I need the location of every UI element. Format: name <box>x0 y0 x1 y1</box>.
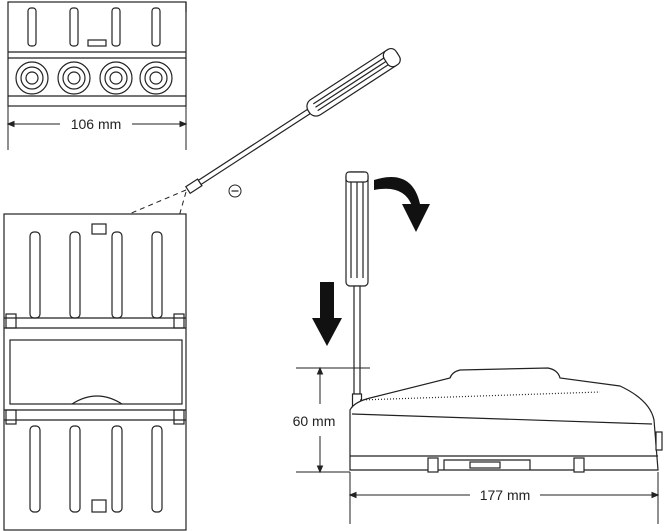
front-view <box>3 213 187 531</box>
down-arrow-icon <box>312 282 342 346</box>
vertical-screwdriver <box>345 171 369 407</box>
dimension-width-side <box>348 472 660 524</box>
dimension-label-60: 60 mm <box>293 413 336 429</box>
curved-arrow-icon <box>374 177 430 232</box>
dimension-height-side <box>296 366 370 474</box>
polarity-minus-icon <box>228 184 242 198</box>
side-profile-view <box>349 367 663 473</box>
dimension-label-106: 106 mm <box>71 116 122 132</box>
dimension-width-top <box>6 106 188 150</box>
angled-screwdriver <box>184 47 401 195</box>
dimension-label-177: 177 mm <box>480 487 531 503</box>
top-end-view <box>7 1 187 107</box>
